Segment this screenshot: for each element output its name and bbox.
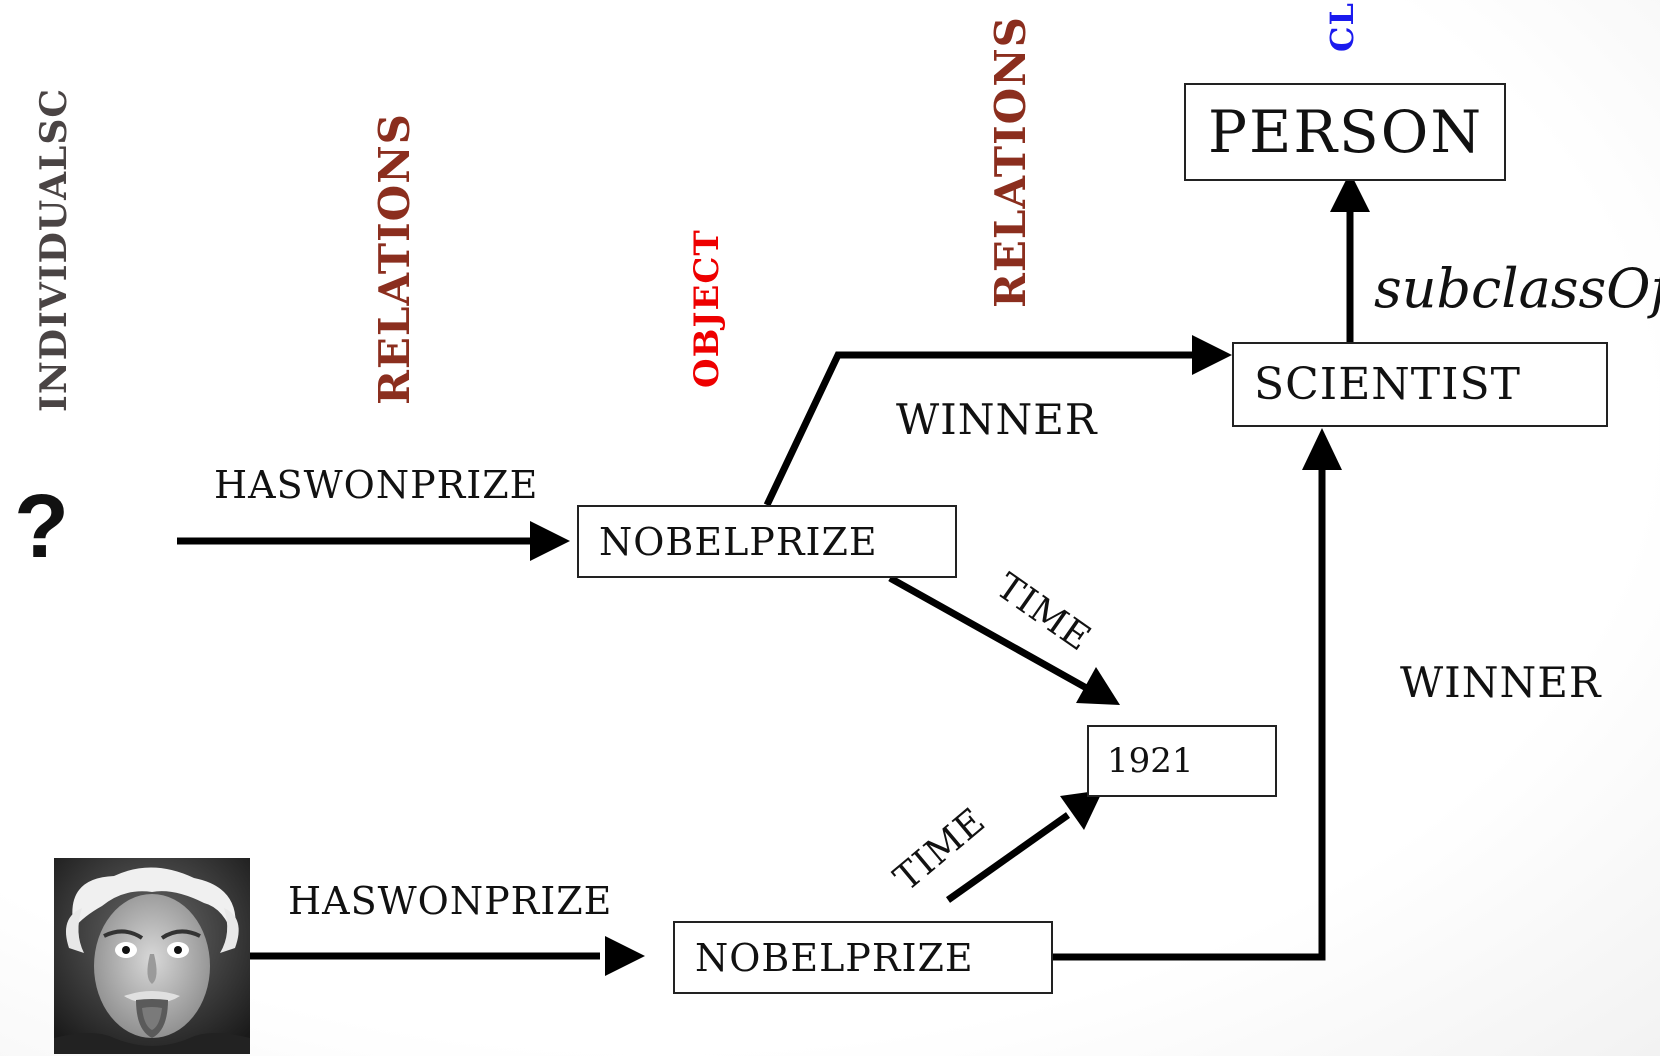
arrowhead-time-top bbox=[1076, 667, 1120, 705]
arrow-winner-top-line bbox=[763, 351, 1200, 507]
scientist-text: SCIENTIST bbox=[1254, 359, 1522, 410]
arrow-time-top-line bbox=[888, 574, 1092, 694]
relations-label-right: RELATIONS bbox=[986, 16, 1035, 308]
arrowhead-haswonprize-bottom bbox=[605, 936, 645, 976]
subclassof-label: subclassOf bbox=[1374, 257, 1660, 320]
year-box: 1921 bbox=[1087, 725, 1277, 797]
portrait-photo bbox=[54, 858, 250, 1054]
arrowhead-winner-right bbox=[1302, 428, 1342, 470]
object-label: OBJECT bbox=[687, 229, 727, 388]
relations-label-left: RELATIONS bbox=[370, 113, 419, 405]
haswonprize-bottom-label: HASWONPRIZE bbox=[288, 879, 613, 923]
arrowhead-haswonprize-top bbox=[530, 521, 570, 561]
winner-right-label: WINNER bbox=[1400, 658, 1602, 707]
nobelprize-bottom-box: NOBELPRIZE bbox=[673, 921, 1053, 994]
arrowhead-time-bottom bbox=[1060, 790, 1103, 830]
individuals-label: INDIVIDUALSC bbox=[33, 88, 75, 412]
person-portrait-icon bbox=[54, 858, 250, 1054]
person-text: PERSON bbox=[1208, 98, 1484, 166]
classes-label-partial: CL bbox=[1323, 2, 1361, 52]
arrowhead-winner-top bbox=[1192, 335, 1232, 375]
arrow-winner-right-line bbox=[1052, 466, 1326, 961]
unknown-individual-marker: ? bbox=[14, 477, 70, 577]
arrowhead-subclassof bbox=[1330, 172, 1370, 212]
haswonprize-top-label: HASWONPRIZE bbox=[214, 463, 539, 507]
nobelprize-top-box: NOBELPRIZE bbox=[577, 505, 957, 578]
year-text: 1921 bbox=[1107, 741, 1194, 781]
nobelprize-bottom-text: NOBELPRIZE bbox=[695, 935, 974, 980]
winner-top-label: WINNER bbox=[896, 395, 1098, 444]
arrow-time-bottom-line bbox=[945, 812, 1071, 903]
nobelprize-top-text: NOBELPRIZE bbox=[599, 519, 878, 564]
scientist-box: SCIENTIST bbox=[1232, 342, 1608, 427]
person-box: PERSON bbox=[1184, 83, 1506, 181]
